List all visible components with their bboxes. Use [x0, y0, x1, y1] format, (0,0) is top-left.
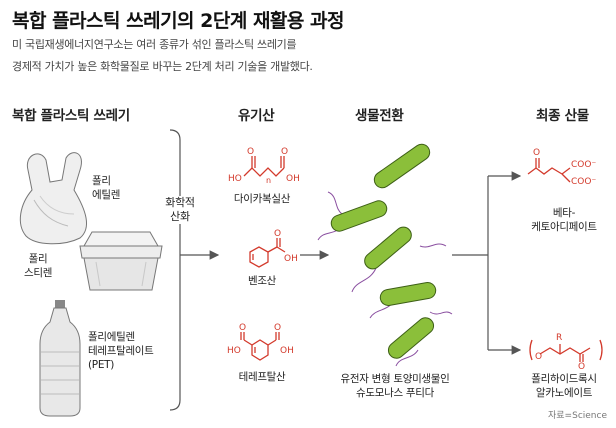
- ketoadipate-structure: [527, 158, 571, 183]
- products-bracket: [452, 171, 522, 355]
- subtitle-line-2: 경제적 가치가 높은 화학물질로 바꾸는 2단계 처리 기술을 개발했다.: [12, 60, 313, 73]
- label-benzoic-acid: 벤조산: [247, 275, 277, 287]
- column-header-products: 최종 산물: [536, 108, 589, 124]
- plastic-container-icon: [79, 231, 163, 291]
- atom-o-diacid-left: O: [247, 147, 255, 157]
- column-header-acids: 유기산: [238, 108, 275, 124]
- terephthalic-acid-structure: [240, 332, 280, 361]
- page-title: 복합 플라스틱 쓰레기의 2단계 재활용 과정: [12, 10, 344, 32]
- atom-o-keto: O: [533, 148, 541, 158]
- atom-oh-tere: OH: [280, 346, 294, 356]
- atom-o-tere-left: O: [239, 323, 247, 333]
- label-polystyrene: 폴리 스티렌: [24, 253, 53, 279]
- label-dicarboxylic-acid: 다이카복실산: [233, 193, 291, 205]
- label-pet: 폴리에틸렌 테레프탈레이트 (PET): [88, 331, 154, 371]
- label-pseudomonas: 유전자 변형 토양미생물인 슈도모나스 푸티다: [340, 373, 450, 399]
- column-header-bio: 생물전환: [355, 108, 404, 124]
- label-pha: 폴리하이드록시 알카노에이트: [531, 373, 597, 399]
- atom-coo-keto-bottom: COO⁻: [571, 177, 597, 187]
- atom-o-tere-right: O: [274, 323, 282, 333]
- dicarboxylic-acid-structure: [243, 156, 285, 177]
- plastic-bag-icon: [19, 152, 88, 245]
- label-beta-ketoadipate: 베타- 케토아디페이트: [531, 207, 597, 233]
- pha-structure: [529, 339, 603, 362]
- atom-oh-diacid: OH: [286, 174, 300, 184]
- atom-r-pha: R: [556, 333, 563, 343]
- atom-ho-diacid: HO: [228, 174, 242, 184]
- atom-o-diacid-right: O: [281, 147, 289, 157]
- benzoic-acid-structure: [249, 238, 286, 268]
- column-header-waste: 복합 플라스틱 쓰레기: [12, 108, 130, 124]
- atom-o-benzoic: O: [274, 229, 282, 239]
- label-polyethylene: 폴리 에틸렌: [92, 175, 121, 201]
- plastic-bottle-icon: [39, 300, 81, 417]
- label-chemical-oxidation: 화학적 산화: [152, 196, 208, 224]
- oxidation-bracket: [169, 129, 220, 411]
- atom-o-pha: O: [535, 352, 543, 362]
- label-terephthalic-acid: 테레프탈산: [238, 371, 286, 383]
- atom-coo-keto-top: COO⁻: [571, 160, 597, 170]
- atom-ho-tere: HO: [227, 346, 241, 356]
- subtitle-line-1: 미 국립재생에너지연구소는 여러 종류가 섞인 플라스틱 쓰레기를: [12, 38, 297, 51]
- atom-n-diacid: n: [266, 176, 272, 185]
- bacteria-icon: [317, 143, 453, 367]
- source-credit: 자료=Science: [548, 411, 607, 421]
- atom-oh-benzoic: OH: [284, 254, 298, 264]
- atom-o-pha-carbonyl: O: [578, 362, 586, 372]
